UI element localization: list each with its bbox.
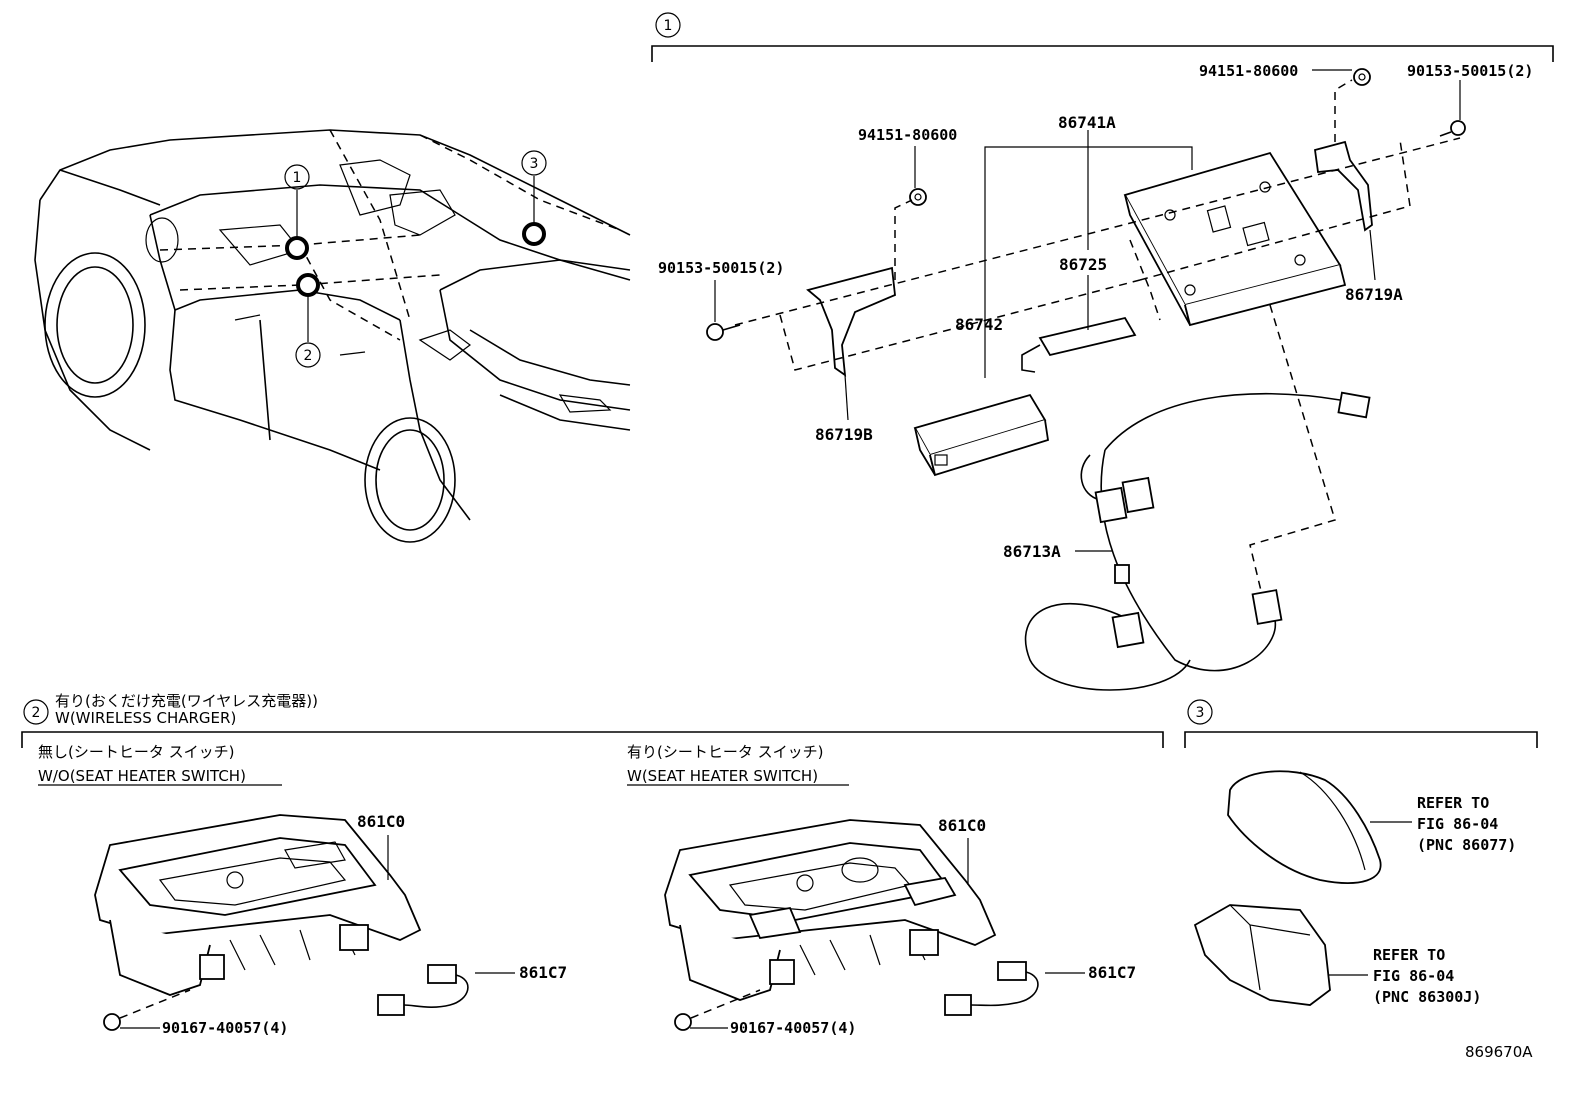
cable-861C7-right: [944, 961, 1039, 1016]
location-marker-3: [522, 222, 546, 246]
location-marker-1: [285, 236, 309, 260]
part-label-861C7-right: 861C7: [1088, 963, 1136, 982]
svg-text:2: 2: [32, 705, 41, 721]
part-label-90153-50015-left: 90153-50015(2): [658, 259, 784, 277]
section-2: 2 有り(おくだけ充電(ワイヤレス充電器)) W(WIRELESS CHARGE…: [21, 692, 1164, 1037]
svg-text:1: 1: [293, 170, 302, 186]
nut-94151-mid: [909, 188, 927, 206]
bolt-90153-top: [1439, 120, 1466, 137]
reference-note-2: REFER TO FIG 86-04 (PNC 86300J): [1373, 946, 1481, 1006]
svg-text:3: 3: [530, 156, 539, 172]
svg-text:FIG 86-04: FIG 86-04: [1417, 815, 1498, 833]
nut-94151-top: [1353, 68, 1371, 86]
svg-text:2: 2: [304, 348, 313, 364]
callout-1-section: 1: [655, 12, 681, 38]
part-label-86713A: 86713A: [1003, 542, 1061, 561]
vehicle-illustration: 1 2 3: [34, 129, 631, 543]
bolt-90153-left: [706, 323, 741, 341]
part-label-90153-50015-top: 90153-50015(2): [1407, 62, 1533, 80]
cable-861C7-left: [377, 964, 469, 1016]
part-label-90167-40057-left: 90167-40057(4): [162, 1019, 288, 1037]
part-label-86741A: 86741A: [1058, 113, 1116, 132]
module-86742: [913, 393, 1050, 477]
svg-text:1: 1: [664, 18, 673, 34]
location-marker-2: [296, 273, 320, 297]
svg-text:(PNC 86300J): (PNC 86300J): [1373, 988, 1481, 1006]
part-label-86725: 86725: [1059, 255, 1107, 274]
shark-fin-antenna: [1227, 770, 1382, 884]
part-label-94151-80600-top: 94151-80600: [1199, 62, 1298, 80]
section-2-right-caption-en: W(SEAT HEATER SWITCH): [627, 767, 818, 785]
antenna-base: [1193, 904, 1331, 1006]
figure-id: 869670A: [1465, 1043, 1533, 1061]
svg-text:FIG 86-04: FIG 86-04: [1373, 967, 1454, 985]
part-label-94151-80600-mid: 94151-80600: [858, 126, 957, 144]
callout-3-section: 3: [1187, 699, 1213, 725]
section-3-bracket: [1184, 731, 1538, 748]
reference-note-1: REFER TO FIG 86-04 (PNC 86077): [1417, 794, 1516, 854]
wire-harness-86713A: [1024, 391, 1371, 691]
bracket-86719B: [806, 266, 896, 377]
part-label-86719B: 86719B: [815, 425, 873, 444]
bracket-86719A: [1314, 140, 1373, 232]
section-2-title-jp: 有り(おくだけ充電(ワイヤレス充電器)): [55, 692, 318, 710]
svg-text:3: 3: [1196, 705, 1205, 721]
charger-tray-861C0-left: [94, 814, 422, 996]
callout-1-car: 1: [284, 164, 310, 190]
svg-text:REFER TO: REFER TO: [1373, 946, 1445, 964]
section-2-bracket: [21, 731, 1164, 748]
callout-3-car: 3: [521, 150, 547, 176]
charger-tray-861C0-right: [664, 819, 997, 1001]
ecu-module-86741A: [1123, 151, 1347, 327]
clip-90167-right: [674, 1013, 692, 1031]
callout-2-section: 2: [23, 699, 49, 725]
section-2-right-caption-jp: 有り(シートヒータ スイッチ): [627, 743, 823, 761]
section-2-left-caption-jp: 無し(シートヒータ スイッチ): [38, 743, 234, 761]
callout-2-car: 2: [295, 342, 321, 368]
part-label-861C7-left: 861C7: [519, 963, 567, 982]
part-label-86719A: 86719A: [1345, 285, 1403, 304]
part-label-861C0-left: 861C0: [357, 812, 405, 831]
section-2-left-caption-en: W/O(SEAT HEATER SWITCH): [38, 767, 246, 785]
part-label-90167-40057-right: 90167-40057(4): [730, 1019, 856, 1037]
clip-90167-left: [103, 1013, 121, 1031]
unit-86725: [1021, 316, 1137, 373]
section-2-title-en: W(WIRELESS CHARGER): [55, 709, 236, 727]
part-label-861C0-right: 861C0: [938, 816, 986, 835]
section-3: 3 REFER TO FIG 86-04 (PNC 86077) REFER T…: [1184, 699, 1538, 1006]
svg-text:REFER TO: REFER TO: [1417, 794, 1489, 812]
part-label-86742: 86742: [955, 315, 1003, 334]
section-1-bracket: [651, 45, 1554, 62]
svg-text:(PNC 86077): (PNC 86077): [1417, 836, 1516, 854]
section-1: 1: [651, 12, 1554, 691]
